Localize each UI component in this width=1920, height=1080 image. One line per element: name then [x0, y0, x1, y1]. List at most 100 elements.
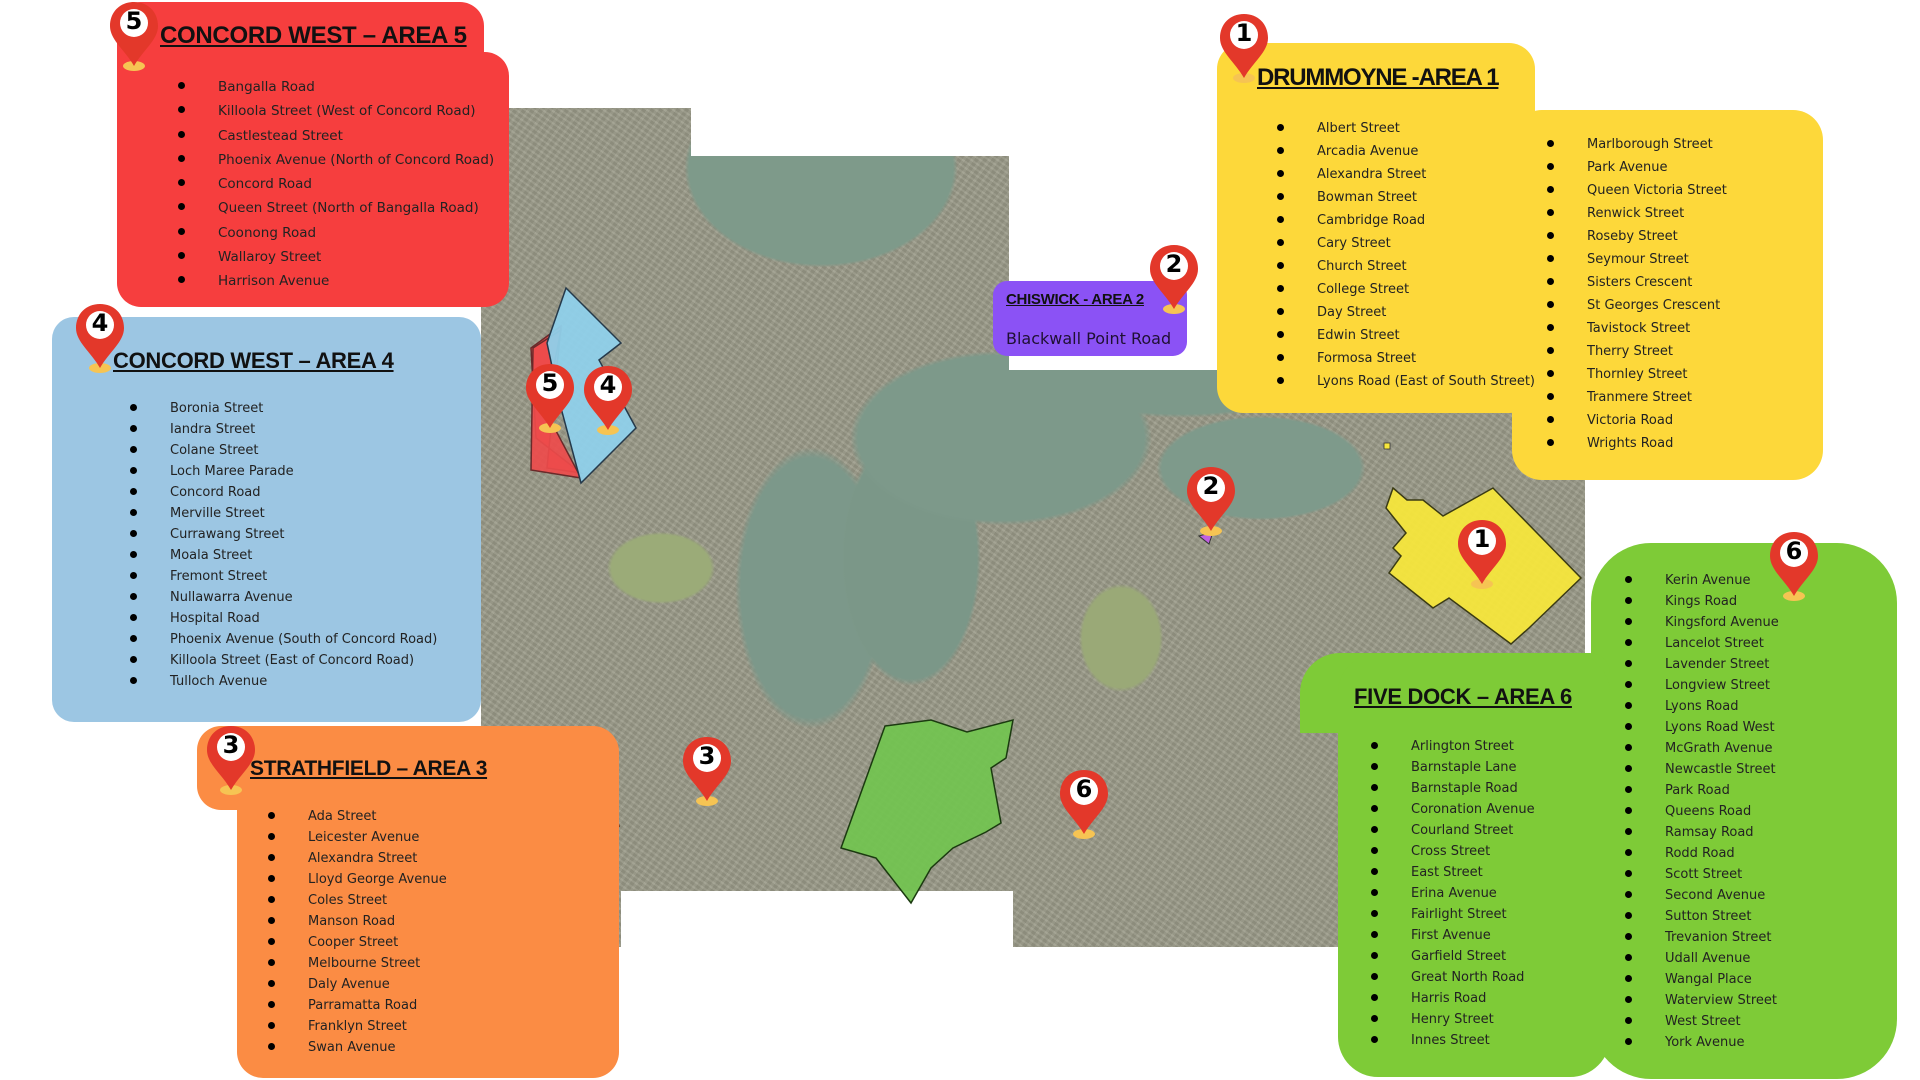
- street-item: Queens Road: [1625, 804, 1779, 825]
- street-item: Waterview Street: [1625, 993, 1779, 1014]
- street-item: Seymour Street: [1547, 252, 1727, 275]
- street-item: Kerin Avenue: [1625, 573, 1779, 594]
- area1-pin-icon: 1: [1217, 12, 1271, 84]
- street-item: Cross Street: [1371, 844, 1535, 865]
- street-item: Melbourne Street: [268, 956, 447, 977]
- street-item: Roseby Street: [1547, 229, 1727, 252]
- street-item: Erina Avenue: [1371, 886, 1535, 907]
- street-item: Lyons Road: [1625, 699, 1779, 720]
- street-item: Lavender Street: [1625, 657, 1779, 678]
- street-item: Loch Maree Parade: [130, 464, 437, 485]
- street-item: Tavistock Street: [1547, 321, 1727, 344]
- street-item: Victoria Road: [1547, 413, 1727, 436]
- street-item: Lloyd George Avenue: [268, 872, 447, 893]
- street-item: Day Street: [1277, 305, 1535, 328]
- map-pin-area4[interactable]: 4: [581, 364, 635, 436]
- street-item: Boronia Street: [130, 401, 437, 422]
- area5-street-list: Bangalla Road Killoola Street (West of C…: [178, 79, 494, 298]
- area6-street-list-col2: Kerin Avenue Kings Road Kingsford Avenue…: [1625, 573, 1779, 1056]
- street-item: First Avenue: [1371, 928, 1535, 949]
- street-item: Alexandra Street: [1277, 167, 1535, 190]
- pin-number: 3: [698, 742, 716, 770]
- street-item: Bowman Street: [1277, 190, 1535, 213]
- street-item: Harrison Avenue: [178, 273, 494, 297]
- map-pin-area5[interactable]: 5: [523, 362, 577, 434]
- street-item: Wrights Road: [1547, 436, 1727, 459]
- street-item: Sutton Street: [1625, 909, 1779, 930]
- area2-title: CHISWICK - AREA 2: [1006, 291, 1144, 308]
- street-item: Park Avenue: [1547, 160, 1727, 183]
- street-item: Blackwall Point Road: [1006, 329, 1172, 348]
- street-item: Leicester Avenue: [268, 830, 447, 851]
- street-item: Queen Victoria Street: [1547, 183, 1727, 206]
- pin-number: 2: [1165, 250, 1183, 278]
- street-item: Thornley Street: [1547, 367, 1727, 390]
- panel-background: [1338, 653, 1610, 1077]
- street-item: East Street: [1371, 865, 1535, 886]
- map-pin-area2[interactable]: 2: [1184, 465, 1238, 537]
- street-item: Concord Road: [178, 176, 494, 200]
- street-item: Queen Street (North of Bangalla Road): [178, 200, 494, 224]
- pin-number: 5: [125, 7, 143, 35]
- area4-pin-icon: 4: [73, 302, 127, 374]
- street-item: Renwick Street: [1547, 206, 1727, 229]
- street-item: Ramsay Road: [1625, 825, 1779, 846]
- street-item: Colane Street: [130, 443, 437, 464]
- street-item: Edwin Street: [1277, 328, 1535, 351]
- street-item: Currawang Street: [130, 527, 437, 548]
- street-item: Bangalla Road: [178, 79, 494, 103]
- pin-number: 6: [1785, 537, 1803, 565]
- panel-background: [237, 726, 619, 1078]
- street-item: Scott Street: [1625, 867, 1779, 888]
- street-item: Innes Street: [1371, 1033, 1535, 1054]
- map-cutout-bottom: [621, 891, 1013, 947]
- area4-title: CONCORD WEST – AREA 4: [113, 348, 394, 373]
- area5-pin-icon: 5: [107, 0, 161, 72]
- street-item: Kingsford Avenue: [1625, 615, 1779, 636]
- pin-number: 6: [1075, 775, 1093, 803]
- street-item: Church Street: [1277, 259, 1535, 282]
- area3-title: STRATHFIELD – AREA 3: [250, 757, 488, 780]
- map-pin-area1[interactable]: 1: [1455, 518, 1509, 590]
- street-item: Tranmere Street: [1547, 390, 1727, 413]
- street-item: Manson Road: [268, 914, 447, 935]
- street-item: Arcadia Avenue: [1277, 144, 1535, 167]
- street-item: St Georges Crescent: [1547, 298, 1727, 321]
- street-item: Iandra Street: [130, 422, 437, 443]
- street-item: Parramatta Road: [268, 998, 447, 1019]
- street-item: McGrath Avenue: [1625, 741, 1779, 762]
- street-item: Courland Street: [1371, 823, 1535, 844]
- area6-polygon[interactable]: [840, 718, 1014, 905]
- area1-street-list-col2: Marlborough Street Park Avenue Queen Vic…: [1547, 137, 1727, 459]
- street-item: Barnstaple Lane: [1371, 760, 1535, 781]
- street-item: Kings Road: [1625, 594, 1779, 615]
- panel-background: [52, 317, 481, 722]
- map-pin-area6[interactable]: 6: [1057, 768, 1111, 840]
- street-item: Newcastle Street: [1625, 762, 1779, 783]
- street-item: Fairlight Street: [1371, 907, 1535, 928]
- street-item: Park Road: [1625, 783, 1779, 804]
- street-item: Trevanion Street: [1625, 930, 1779, 951]
- street-item: Fremont Street: [130, 569, 437, 590]
- pin-number: 1: [1235, 19, 1253, 47]
- pin-number: 4: [599, 371, 617, 399]
- area2-pin-icon: 2: [1147, 243, 1201, 315]
- area6-street-list-col1: Arlington Street Barnstaple Lane Barnsta…: [1371, 739, 1535, 1054]
- street-item: Cooper Street: [268, 935, 447, 956]
- street-item: Lancelot Street: [1625, 636, 1779, 657]
- pin-number: 3: [222, 731, 240, 759]
- street-item: York Avenue: [1625, 1035, 1779, 1056]
- pin-number: 2: [1202, 472, 1220, 500]
- pin-number: 1: [1473, 525, 1491, 553]
- street-item: Hospital Road: [130, 611, 437, 632]
- map-pin-area3[interactable]: 3: [680, 735, 734, 807]
- street-item: Coles Street: [268, 893, 447, 914]
- street-item: Swan Avenue: [268, 1040, 447, 1061]
- street-item: Wallaroy Street: [178, 249, 494, 273]
- area5-title: CONCORD WEST – AREA 5: [160, 22, 467, 49]
- street-item: Merville Street: [130, 506, 437, 527]
- area3-street-list: Ada Street Leicester Avenue Alexandra St…: [268, 809, 447, 1061]
- street-item: Arlington Street: [1371, 739, 1535, 760]
- street-item: Moala Street: [130, 548, 437, 569]
- area1-title: DRUMMOYNE -AREA 1: [1257, 64, 1500, 91]
